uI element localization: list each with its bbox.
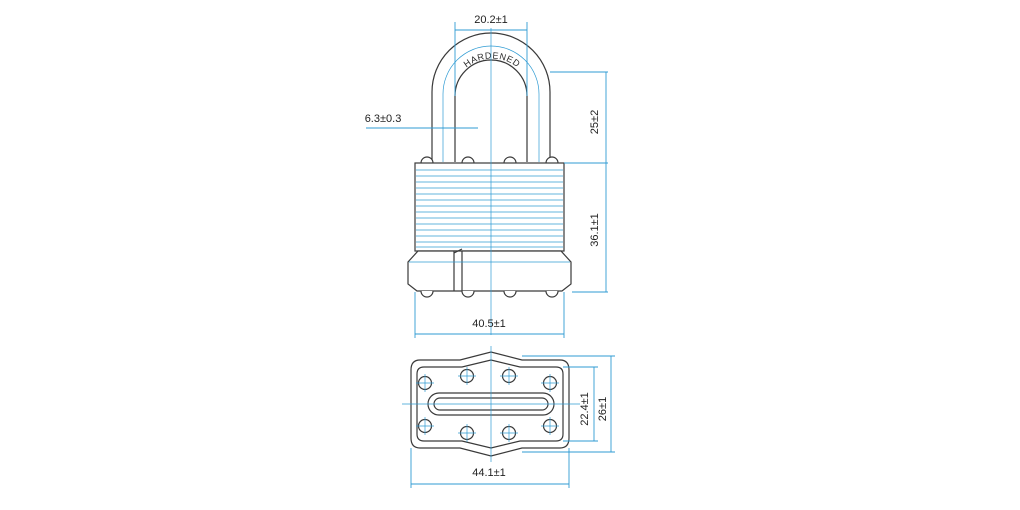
svg-text:20.2±1: 20.2±1 xyxy=(474,14,508,26)
front-view: HARDENED xyxy=(365,14,608,338)
dim-bottom-depth: 26±1 xyxy=(522,355,615,453)
dim-body-height: 36.1±1 xyxy=(572,163,608,293)
svg-text:25±2: 25±2 xyxy=(589,110,601,134)
svg-text:22.4±1: 22.4±1 xyxy=(579,392,591,426)
top-rivets xyxy=(420,156,559,164)
svg-text:44.1±1: 44.1±1 xyxy=(472,467,506,479)
bottom-rivets xyxy=(420,290,559,298)
dim-body-width: 40.5±1 xyxy=(414,292,565,338)
dim-bottom-inner-depth: 22.4±1 xyxy=(563,366,598,442)
hardened-stamp: HARDENED xyxy=(462,50,522,69)
padlock-body xyxy=(414,162,565,252)
svg-text:6.3±0.3: 6.3±0.3 xyxy=(365,113,402,125)
svg-text:36.1±1: 36.1±1 xyxy=(589,213,601,247)
svg-text:26±1: 26±1 xyxy=(597,397,609,421)
dim-shackle-diameter: 6.3±0.3 xyxy=(365,113,478,129)
padlock-bumper xyxy=(407,248,572,292)
bottom-rivet-holes xyxy=(416,367,559,442)
svg-text:40.5±1: 40.5±1 xyxy=(472,318,506,330)
dim-shackle-clearance: 25±2 xyxy=(550,71,608,164)
bottom-view: 44.1±1 22.4±1 26±1 xyxy=(402,346,615,488)
dim-shackle-inner-width: 20.2±1 xyxy=(454,14,528,96)
dim-bottom-length: 44.1±1 xyxy=(410,448,570,488)
